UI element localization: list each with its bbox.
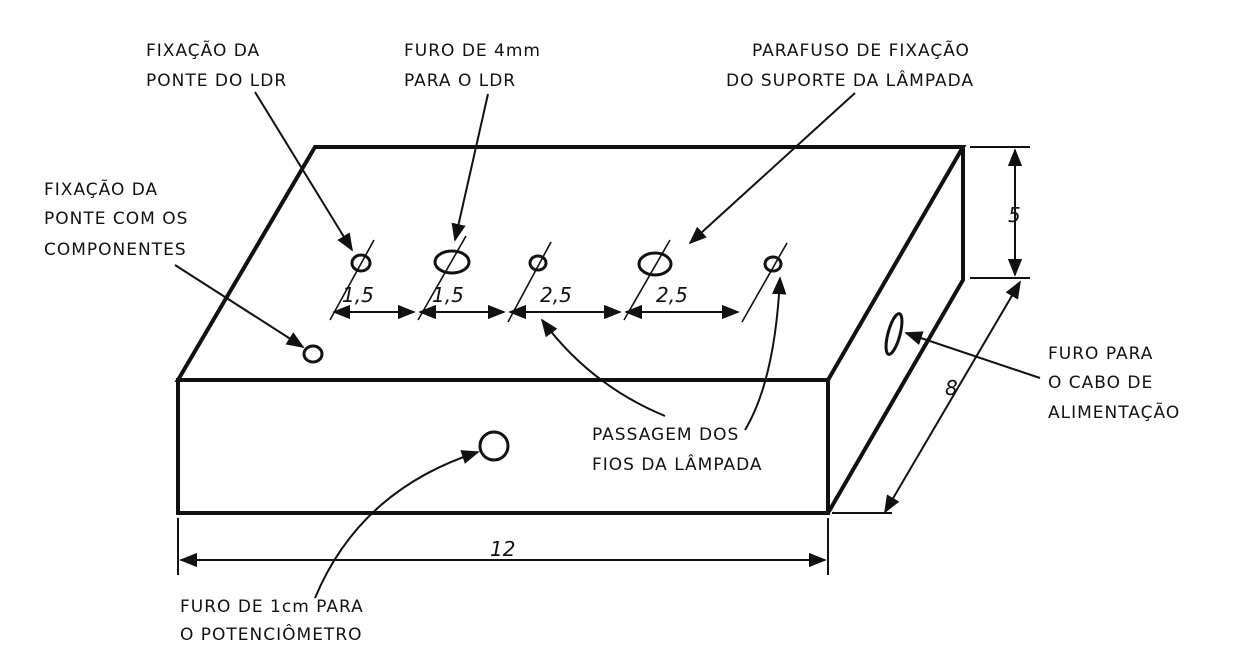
overall-dimension-lines	[177, 146, 1030, 575]
svg-text:PONTE DO LDR: PONTE DO LDR	[146, 71, 287, 91]
box-outline	[174, 145, 967, 515]
component-bridge-hole	[302, 344, 324, 364]
svg-text:PASSAGEM DOS: PASSAGEM DOS	[592, 425, 739, 445]
label-ldr-bridge: FIXAÇÃO DA PONTE DO LDR	[146, 39, 287, 91]
leader-arrows	[174, 91, 1041, 599]
label-lamp-screw: PARAFUSO DE FIXAÇÃO DO SUPORTE DA LÂMPAD…	[726, 39, 974, 91]
svg-text:FIOS DA LÂMPADA: FIOS DA LÂMPADA	[592, 453, 763, 475]
extension-lines	[329, 235, 788, 323]
label-ldr-hole: FURO DE 4mm PARA O LDR	[404, 41, 541, 91]
spacing-4: 2,5	[656, 283, 688, 307]
svg-text:DO SUPORTE DA LÂMPADA: DO SUPORTE DA LÂMPADA	[726, 69, 974, 91]
label-potentiometer-hole: FURO DE 1cm PARA O POTENCIÔMETRO	[180, 597, 364, 645]
potentiometer-hole	[478, 430, 510, 462]
lamp-screw-hole	[637, 251, 673, 277]
label-component-bridge: FIXAÇÃO DA PONTE COM OS COMPONENTES	[44, 178, 188, 260]
ldr-hole	[433, 249, 471, 275]
wire-hole-2	[763, 255, 783, 273]
svg-text:FURO DE 1cm PARA: FURO DE 1cm PARA	[180, 597, 364, 617]
svg-text:FIXAÇÃO DA: FIXAÇÃO DA	[44, 178, 158, 200]
svg-text:COMPONENTES: COMPONENTES	[44, 240, 187, 260]
svg-text:PONTE COM OS: PONTE COM OS	[44, 209, 188, 229]
spacing-1: 1,5	[342, 283, 374, 307]
spacing-3: 2,5	[540, 283, 572, 307]
wire-hole	[528, 254, 548, 272]
ldr-bridge-hole	[350, 253, 372, 273]
svg-text:FIXAÇÃO DA: FIXAÇÃO DA	[146, 39, 260, 61]
svg-text:PARAFUSO DE FIXAÇÃO: PARAFUSO DE FIXAÇÃO	[752, 39, 970, 61]
svg-text:ALIMENTAÇÃO: ALIMENTAÇÃO	[1048, 401, 1180, 423]
svg-text:O POTENCIÔMETRO: O POTENCIÔMETRO	[180, 623, 363, 645]
depth-dimension: 8	[945, 376, 958, 400]
label-power-cable: FURO PARA O CABO DE ALIMENTAÇÃO	[1048, 344, 1180, 423]
height-dimension: 5	[1008, 203, 1021, 227]
svg-text:FURO DE 4mm: FURO DE 4mm	[404, 41, 541, 61]
svg-text:O CABO DE: O CABO DE	[1048, 373, 1153, 393]
power-cable-hole	[884, 312, 904, 356]
svg-text:PARA O LDR: PARA O LDR	[404, 71, 516, 91]
spacing-2: 1,5	[432, 283, 464, 307]
label-lamp-wires: PASSAGEM DOS FIOS DA LÂMPADA	[592, 425, 763, 475]
width-dimension: 12	[490, 537, 515, 561]
svg-text:FURO PARA: FURO PARA	[1048, 344, 1153, 364]
